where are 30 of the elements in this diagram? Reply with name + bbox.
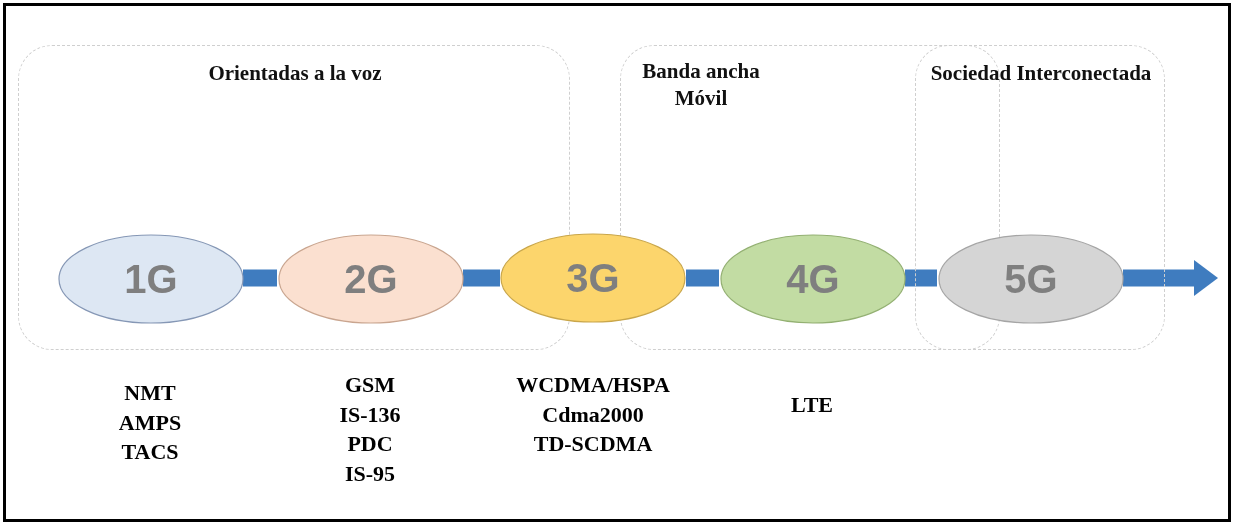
arrow — [1123, 260, 1218, 296]
region-title: Orientadas a la voz — [207, 60, 383, 87]
region-title: Sociedad Interconectada — [929, 60, 1153, 87]
technology-label: Cdma2000 — [542, 400, 644, 429]
generation-label: 4G — [786, 256, 840, 302]
technology-label: AMPS — [118, 408, 182, 437]
technology-label: TD-SCDMA — [533, 430, 653, 459]
region-title: Banda ancha Móvil — [641, 58, 761, 113]
connector-bar — [463, 269, 500, 287]
generation-label: 3G — [566, 255, 620, 301]
generation-label: 2G — [344, 256, 398, 302]
technology-label: NMT — [124, 379, 176, 407]
generation-ellipse — [938, 234, 1124, 324]
technology-label: WCDMA/HSPA — [516, 371, 670, 399]
connector-bar — [686, 269, 719, 287]
connector-bar — [905, 269, 937, 287]
connector-bar — [243, 269, 277, 287]
generation-ellipse — [278, 234, 464, 324]
generation-label: 1G — [124, 256, 178, 302]
generation-label: 5G — [1004, 256, 1058, 302]
technology-label: IS-95 — [344, 460, 396, 489]
technology-label: PDC — [347, 430, 393, 459]
technology-label: GSM — [344, 371, 396, 399]
generation-ellipse — [500, 233, 686, 323]
dashed-region — [915, 45, 1165, 350]
technology-label: LTE — [791, 391, 833, 419]
generation-ellipse — [720, 234, 906, 324]
technology-label: TACS — [121, 438, 179, 467]
technology-label: IS-136 — [339, 400, 401, 429]
generation-ellipse — [58, 234, 244, 324]
